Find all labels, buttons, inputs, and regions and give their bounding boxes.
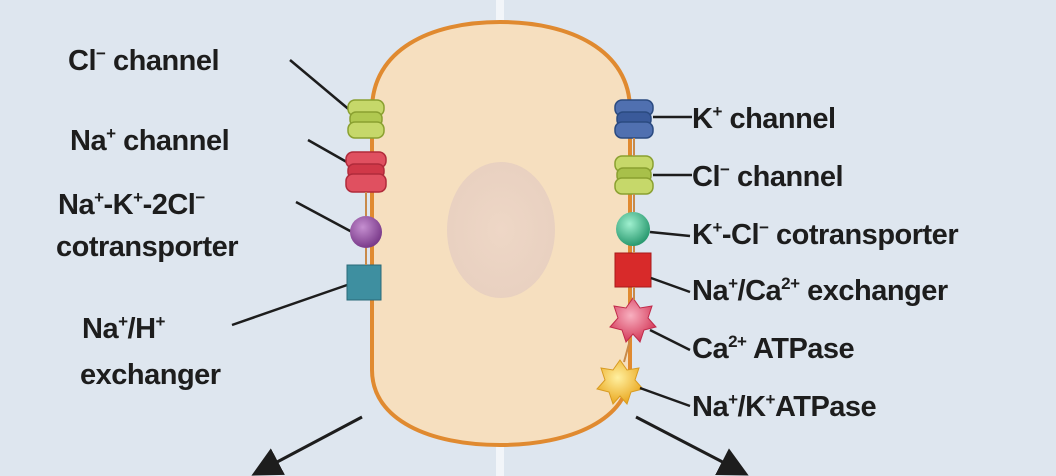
label-ncx: Na+/Ca2+ exchanger [692, 274, 948, 307]
nucleus [447, 162, 555, 298]
protein-stems [365, 138, 635, 363]
nkcc-shape [350, 216, 382, 248]
k-channel-shape [614, 99, 654, 139]
label-kcc: K+-Cl− cotransporter [692, 218, 959, 251]
label-cl-channel-right: Cl− channel [692, 160, 844, 193]
ca-atpase-shape [609, 297, 657, 343]
nhe-shape [346, 264, 382, 301]
nak-atpase-shape [596, 359, 644, 405]
label-na-channel: Na+ channel [70, 124, 230, 157]
label-nkcc-line1: Na+-K+-2Cl− [58, 188, 205, 221]
left-arrow [251, 415, 363, 476]
right-leader-lines [639, 115, 692, 408]
label-cl-channel-left: Cl− channel [68, 44, 220, 77]
cl-channel-left-shape [347, 99, 385, 139]
left-leader-lines [231, 59, 353, 327]
label-ca-atpase: Ca2+ ATPase [692, 332, 855, 365]
right-arrow [635, 415, 749, 476]
label-nhe-line1: Na+/H+ [82, 312, 165, 345]
label-k-channel: K+ channel [692, 102, 836, 135]
output-arrows [251, 415, 749, 476]
label-nhe-line2: exchanger [80, 359, 221, 391]
cell [370, 19, 632, 448]
label-nkcc-line2: cotransporter [56, 231, 239, 263]
ncx-shape [614, 252, 652, 288]
label-nak-atpase: Na+/K+ATPase [692, 390, 877, 423]
na-channel-shape [345, 151, 387, 193]
cl-channel-right-shape [614, 155, 654, 195]
kcc-shape [616, 212, 650, 246]
